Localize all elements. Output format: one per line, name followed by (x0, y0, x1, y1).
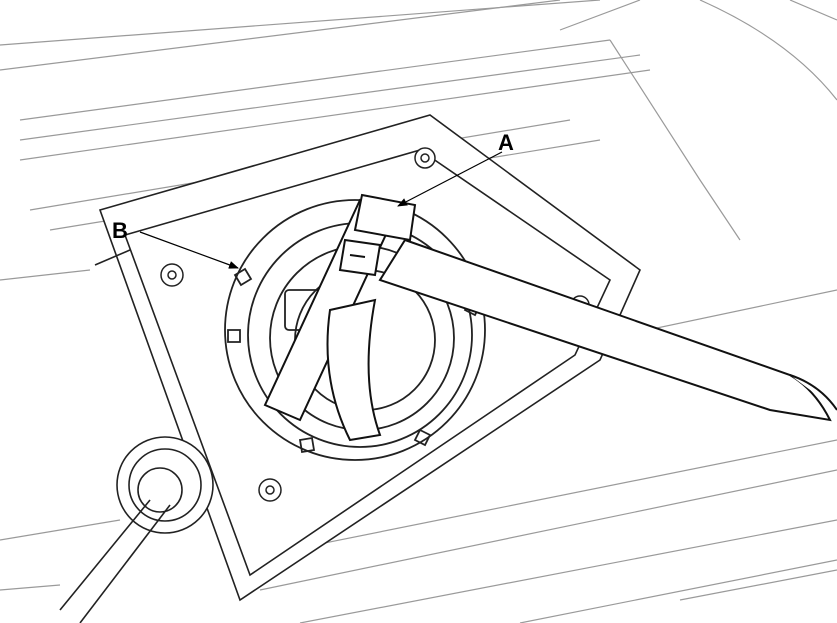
callout-a-label: A (498, 130, 514, 155)
callout-b-label: B (112, 218, 128, 243)
callout-b: B (112, 218, 239, 269)
callout-b-leader (139, 231, 239, 269)
callout-a-leader (397, 151, 503, 207)
callout-a: A (397, 130, 514, 207)
special-tool (263, 193, 837, 442)
grommet (59, 436, 214, 623)
